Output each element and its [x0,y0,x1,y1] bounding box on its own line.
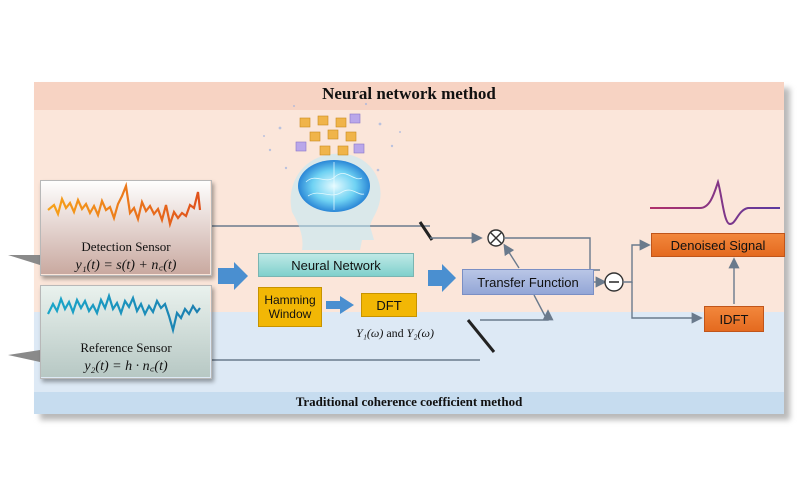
reference-sensor-equation: y₂(t) = h · n꜀(t) [84,359,168,374]
denoised-signal-block: Denoised Signal [651,233,785,257]
spectrum-y1: Y₁(ω) [356,326,384,340]
brain-head-icon [290,153,381,250]
traditional-method-title: Traditional coherence coefficient method [295,394,523,409]
reference-sensor-card: Reference Sensor y₂(t) = h · n꜀(t) [40,285,212,379]
idft-block: IDFT [704,306,764,332]
spectrum-y2: Y₂(ω) [406,326,434,340]
neural-network-method-title: Neural network method [322,84,496,103]
neural-cubes-icon [263,102,401,172]
denoised-pulse-waveform [650,178,780,226]
neural-network-block: Neural Network [258,253,414,277]
neural-network-title-band [34,82,784,110]
dft-block: DFT [361,293,417,317]
arrow-hw-to-dft [326,296,354,314]
spectra-label: Y₁(ω) and Y₂(ω) [330,326,460,341]
left-ribbon-bottom [8,350,40,362]
traditional-method-title-band [34,392,784,414]
transfer-function-block: Transfer Function [462,269,594,295]
reference-waveform [47,292,201,335]
left-ribbon-top [8,255,40,265]
hamming-window-block: Hamming Window [258,287,322,327]
arrow-sensors-to-nn [218,262,248,290]
spectrum-and: and [383,326,407,340]
arrow-nn-to-transfer [428,264,456,292]
hamming-line-1: Hamming [264,293,316,307]
detection-waveform [47,181,202,229]
hamming-line-2: Window [268,307,312,321]
detection-sensor-card: Detection Sensor y₁(t) = s(t) + n꜀(t) [40,180,212,276]
detection-sensor-equation: y₁(t) = s(t) + n꜀(t) [75,258,177,273]
reference-sensor-label: Reference Sensor [80,340,172,355]
detection-sensor-label: Detection Sensor [81,239,171,254]
